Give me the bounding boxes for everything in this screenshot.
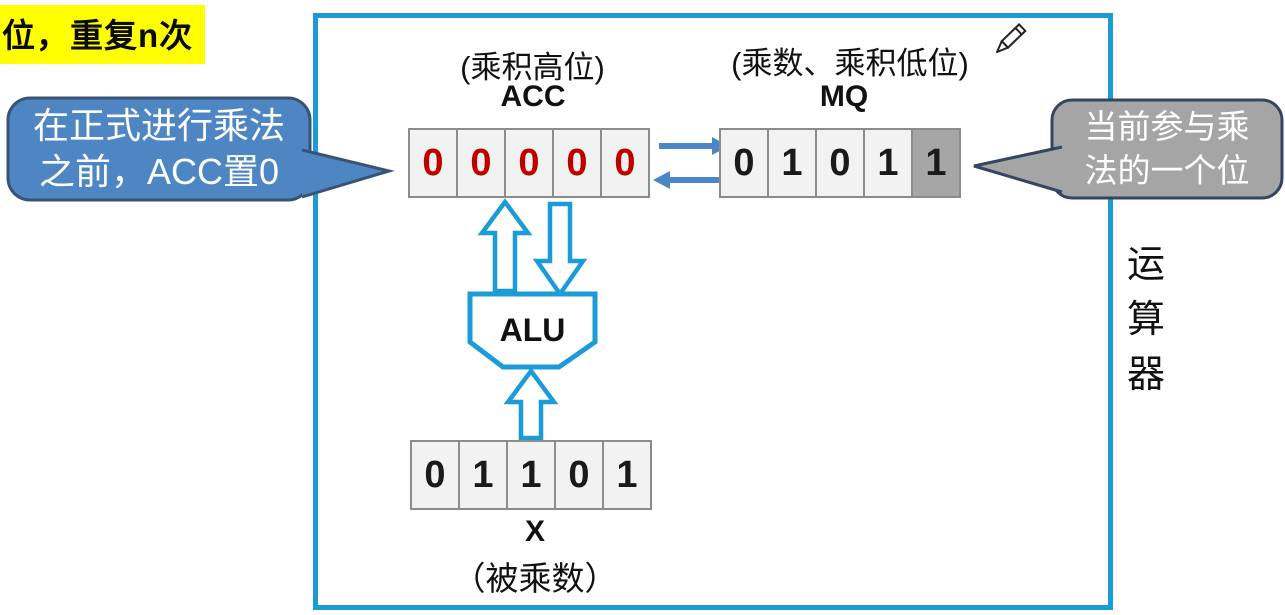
mq-cell: 0 <box>815 128 865 198</box>
x-caption: （被乘数） <box>452 560 618 597</box>
x-cell: 0 <box>410 440 460 510</box>
x-cell: 1 <box>506 440 556 510</box>
acc-cell: 0 <box>552 128 602 198</box>
left-bubble-line2: 之前，ACC置0 <box>38 151 280 192</box>
right-speech-bubble <box>973 98 1284 200</box>
x-to-alu-block-arrow-up <box>503 367 559 441</box>
acc-cell: 0 <box>504 128 554 198</box>
acc-to-alu-block-arrow-down <box>532 201 588 298</box>
unit-label-vertical: 运 算 器 <box>1120 238 1172 403</box>
pencil-icon <box>996 23 1027 53</box>
unit-label-char: 运 <box>1126 244 1165 286</box>
x-label: X <box>524 515 545 548</box>
acc-label: ACC <box>500 80 566 113</box>
right-bubble-line1: 当前参与乘 <box>1084 108 1250 145</box>
acc-cell: 0 <box>456 128 506 198</box>
alu-shape <box>467 291 598 370</box>
alu-label: ALU <box>499 312 566 348</box>
unit-label-char: 器 <box>1126 354 1165 396</box>
alu-unit-box <box>313 13 1113 610</box>
right-bubble-line2: 法的一个位 <box>1084 152 1250 189</box>
x-cell: 0 <box>554 440 604 510</box>
left-bubble-text: 在正式进行乘法 之前，ACC置0 <box>8 98 310 200</box>
x-cell: 1 <box>602 440 652 510</box>
highlighted-note: 位，重复n次 <box>0 5 206 64</box>
x-cell: 1 <box>458 440 508 510</box>
acc-register: 0 0 0 0 0 <box>408 128 650 198</box>
acc-cell: 0 <box>408 128 458 198</box>
mq-label: MQ <box>819 80 869 113</box>
mq-caption: (乘数、乘积低位) <box>731 46 969 81</box>
mq-cell-current-bit: 1 <box>911 128 961 198</box>
mq-cell: 1 <box>863 128 913 198</box>
left-bubble-line1: 在正式进行乘法 <box>32 105 285 146</box>
right-bubble-text: 当前参与乘 法的一个位 <box>1052 100 1282 198</box>
acc-caption: (乘积高位) <box>460 50 605 85</box>
mq-cell: 1 <box>767 128 817 198</box>
mq-cell: 0 <box>719 128 769 198</box>
alu-to-acc-block-arrow-up <box>477 198 533 294</box>
left-speech-bubble <box>6 96 395 202</box>
mq-register: 0 1 0 1 1 <box>719 128 961 198</box>
acc-cell: 0 <box>600 128 650 198</box>
mq-to-acc-arrow <box>653 171 723 189</box>
x-register: 0 1 1 0 1 <box>410 440 652 510</box>
unit-label-char: 算 <box>1126 299 1165 341</box>
